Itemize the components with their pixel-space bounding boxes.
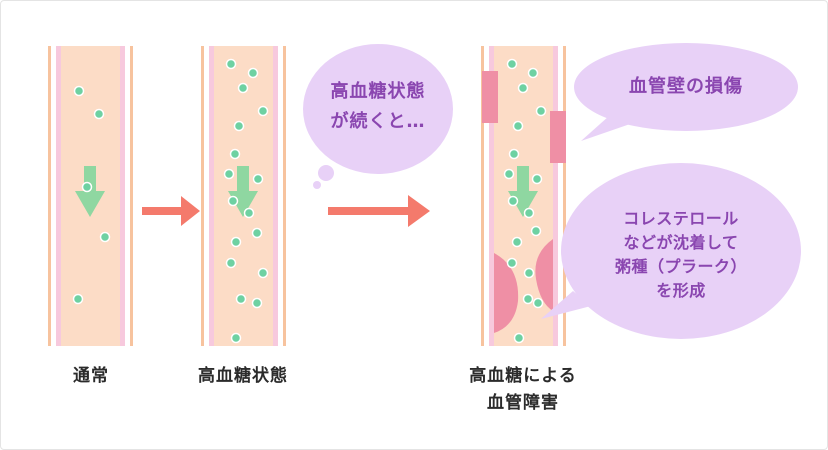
vessel-damage [481,46,566,346]
plaque-deposit [494,253,519,333]
down-arrow-icon [508,166,538,217]
label-high-glucose: 高血糖状態 [173,363,313,390]
glucose-dots [503,58,547,344]
plaque-deposit [535,239,553,311]
thought-line-2: が続くと… [330,111,426,132]
label-normal-text: 通常 [73,366,109,386]
down-arrow-icon [228,166,258,217]
plaque-line-2: などが沈着して [623,233,739,252]
wall-damage-patch [550,111,566,163]
vessel-high-glucose [201,46,286,346]
plaque-text: コレステロール などが沈着して 粥種（プラーク） を形成 [591,207,771,303]
speech-bubble-plaque [541,163,801,339]
label-damage-line-1: 高血糖による [469,366,577,386]
label-damage: 高血糖による 血管障害 [443,363,603,417]
plaque-line-4: を形成 [656,281,706,300]
vessel-normal [48,46,133,346]
plaque-line-1: コレステロール [623,209,739,228]
right-arrow-icon [142,196,200,226]
wall-damage-line: 血管壁の損傷 [629,76,743,97]
label-high-glucose-text: 高血糖状態 [198,366,288,386]
glucose-dots [72,85,111,305]
label-damage-line-2: 血管障害 [487,393,559,413]
down-arrow-icon [75,166,105,217]
label-normal: 通常 [41,363,141,390]
wall-damage-text: 血管壁の損傷 [591,73,781,101]
speech-bubble-damage [574,43,798,141]
plaque-line-3: 粥種（プラーク） [614,257,747,276]
thought-line-1: 高血糖状態 [330,81,426,102]
wall-damage-patch [482,71,498,123]
thought-bubble-text: 高血糖状態 が続くと… [308,77,448,137]
glucose-dots [223,58,269,344]
thought-bubble [303,44,453,189]
right-arrow-icon [328,195,430,227]
